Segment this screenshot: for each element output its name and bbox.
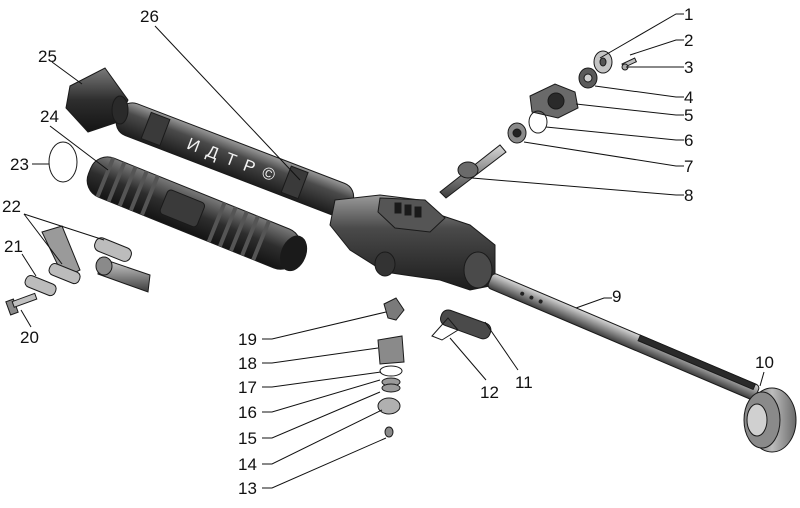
leader-24	[49, 125, 109, 171]
leader-22a	[23, 213, 105, 241]
callout-13: 13	[238, 479, 257, 498]
callout-20: 20	[20, 328, 39, 347]
part-end-cap	[743, 387, 797, 453]
leader-9	[575, 297, 612, 309]
callout-2: 2	[684, 31, 693, 50]
callout-17: 17	[238, 378, 257, 397]
part-end-bushing	[65, 67, 129, 133]
leader-8	[471, 177, 684, 196]
leader-16	[262, 379, 381, 413]
callout-19: 19	[238, 330, 257, 349]
leader-1	[599, 13, 684, 59]
callout-9: 9	[612, 287, 621, 306]
leader-22b	[23, 213, 63, 265]
leader-17	[262, 371, 382, 388]
part-adjuster-stack	[377, 297, 405, 438]
part-bracket-clip	[431, 309, 492, 341]
callout-6: 6	[684, 131, 693, 150]
leader-13	[262, 437, 387, 489]
callout-1: 1	[684, 5, 693, 24]
callout-16: 16	[238, 403, 257, 422]
callout-12: 12	[480, 383, 499, 402]
callout-22: 22	[2, 197, 21, 216]
part-clamp-ring	[48, 141, 78, 183]
leader-11	[484, 321, 519, 371]
leader-26	[154, 25, 301, 181]
callout-11: 11	[515, 373, 533, 392]
callout-18: 18	[238, 354, 257, 373]
leader-19	[262, 311, 387, 340]
part-gear-housing	[329, 194, 496, 291]
callout-5: 5	[684, 106, 693, 125]
callout-4: 4	[684, 88, 693, 107]
leader-21	[21, 253, 37, 277]
callout-labels: 1 2 3 4 5 6 7 8 9 10 11 12 13 14 15 16 1…	[2, 5, 774, 498]
part-bolt	[5, 292, 38, 316]
callout-25: 25	[38, 47, 57, 66]
leader-7	[523, 141, 684, 167]
parts-layer: И Д Т Р ©	[5, 50, 797, 453]
leader-4	[594, 85, 684, 98]
leader-12	[449, 337, 487, 381]
leader-6	[545, 126, 684, 141]
callout-3: 3	[684, 58, 693, 77]
callout-10: 10	[755, 353, 774, 372]
callout-8: 8	[684, 186, 693, 205]
leader-15	[262, 391, 381, 439]
callout-21: 21	[4, 237, 23, 256]
callout-15: 15	[238, 429, 257, 448]
leader-10	[759, 371, 765, 387]
leader-5	[575, 103, 684, 116]
part-rack-bar	[487, 273, 760, 400]
leader-2	[629, 39, 684, 56]
leader-25	[51, 61, 83, 85]
callout-24: 24	[40, 107, 59, 126]
part-bellows-boot	[86, 156, 308, 272]
leader-18	[262, 347, 379, 364]
callout-14: 14	[238, 455, 257, 474]
leader-20	[20, 309, 32, 328]
callout-26: 26	[140, 7, 159, 26]
callout-23: 23	[10, 155, 29, 174]
leader-lines	[20, 13, 765, 489]
part-pinion-group	[439, 50, 638, 199]
part-tie-rod-plates	[24, 225, 151, 297]
callout-7: 7	[684, 157, 693, 176]
leader-14	[262, 409, 383, 465]
